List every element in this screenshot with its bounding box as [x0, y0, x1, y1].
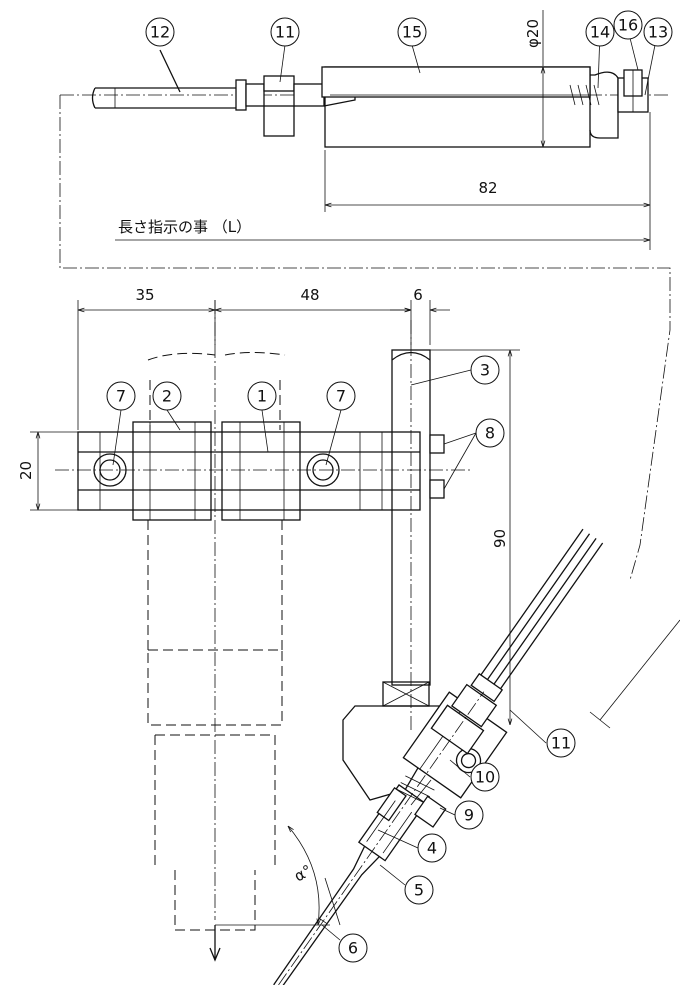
svg-text:11: 11 [275, 23, 295, 42]
svg-text:14: 14 [590, 23, 610, 42]
callout-6: 6 [338, 933, 368, 963]
callout-9: 9 [454, 800, 484, 830]
callout-4: 4 [417, 833, 447, 863]
callout-8: 8 [475, 418, 505, 448]
callout-13: 13 [643, 17, 673, 47]
svg-text:16: 16 [618, 16, 638, 35]
svg-text:4: 4 [427, 839, 437, 858]
callout-10: 10 [470, 762, 500, 792]
top-view: 82 長さ指示の事 （L） φ20 [60, 10, 670, 250]
callout-5: 5 [404, 875, 434, 905]
svg-text:7: 7 [116, 387, 126, 406]
callout-2: 2 [152, 381, 182, 411]
cable-route-line [59, 95, 671, 581]
callout-7-right: 7 [326, 381, 356, 411]
svg-text:15: 15 [402, 23, 422, 42]
svg-text:2: 2 [162, 387, 172, 406]
dim-90-label: 90 [491, 529, 509, 548]
svg-text:13: 13 [648, 23, 668, 42]
svg-text:10: 10 [475, 768, 495, 787]
length-note: 長さ指示の事 （L） [118, 218, 251, 236]
svg-text:1: 1 [257, 387, 267, 406]
dim-82-label: 82 [478, 179, 497, 197]
svg-text:12: 12 [150, 23, 170, 42]
callout-7-left: 7 [106, 381, 136, 411]
callout-16: 16 [613, 10, 643, 40]
dim-48-label: 48 [300, 286, 319, 304]
callout-15: 15 [397, 17, 427, 47]
svg-text:8: 8 [485, 424, 495, 443]
svg-text:7: 7 [336, 387, 346, 406]
svg-text:5: 5 [414, 881, 424, 900]
dim-35-label: 35 [135, 286, 154, 304]
dim-phi20-label: φ20 [524, 19, 542, 48]
callout-12: 12 [145, 17, 175, 47]
dim-6-label: 6 [413, 286, 423, 304]
svg-text:3: 3 [480, 361, 490, 380]
callout-1: 1 [247, 381, 277, 411]
callout-11-bottom: 11 [546, 728, 576, 758]
dim-20-label: 20 [17, 461, 35, 480]
callout-14: 14 [585, 17, 615, 47]
svg-text:9: 9 [464, 806, 474, 825]
callout-11-top: 11 [270, 17, 300, 47]
callout-3: 3 [470, 355, 500, 385]
svg-text:11: 11 [551, 734, 571, 753]
front-view: α° 35 48 6 20 90 [17, 31, 680, 985]
svg-text:6: 6 [348, 939, 358, 958]
